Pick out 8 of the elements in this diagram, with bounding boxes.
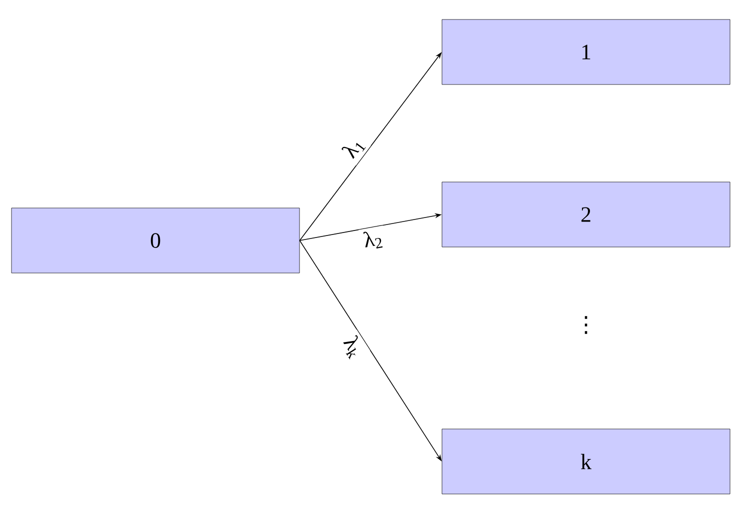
ellipsis-dots: ⋮ xyxy=(584,316,588,334)
process-box: 0 xyxy=(11,208,300,274)
edge-label: λ$_{1}$ xyxy=(342,142,366,159)
edge-label: λ$_{k}$ xyxy=(343,334,358,360)
process-box: k xyxy=(442,428,730,494)
process-box: 2 xyxy=(442,182,730,248)
edge-label: λ$_{2}$ xyxy=(363,232,383,249)
process-box: 1 xyxy=(442,19,730,85)
